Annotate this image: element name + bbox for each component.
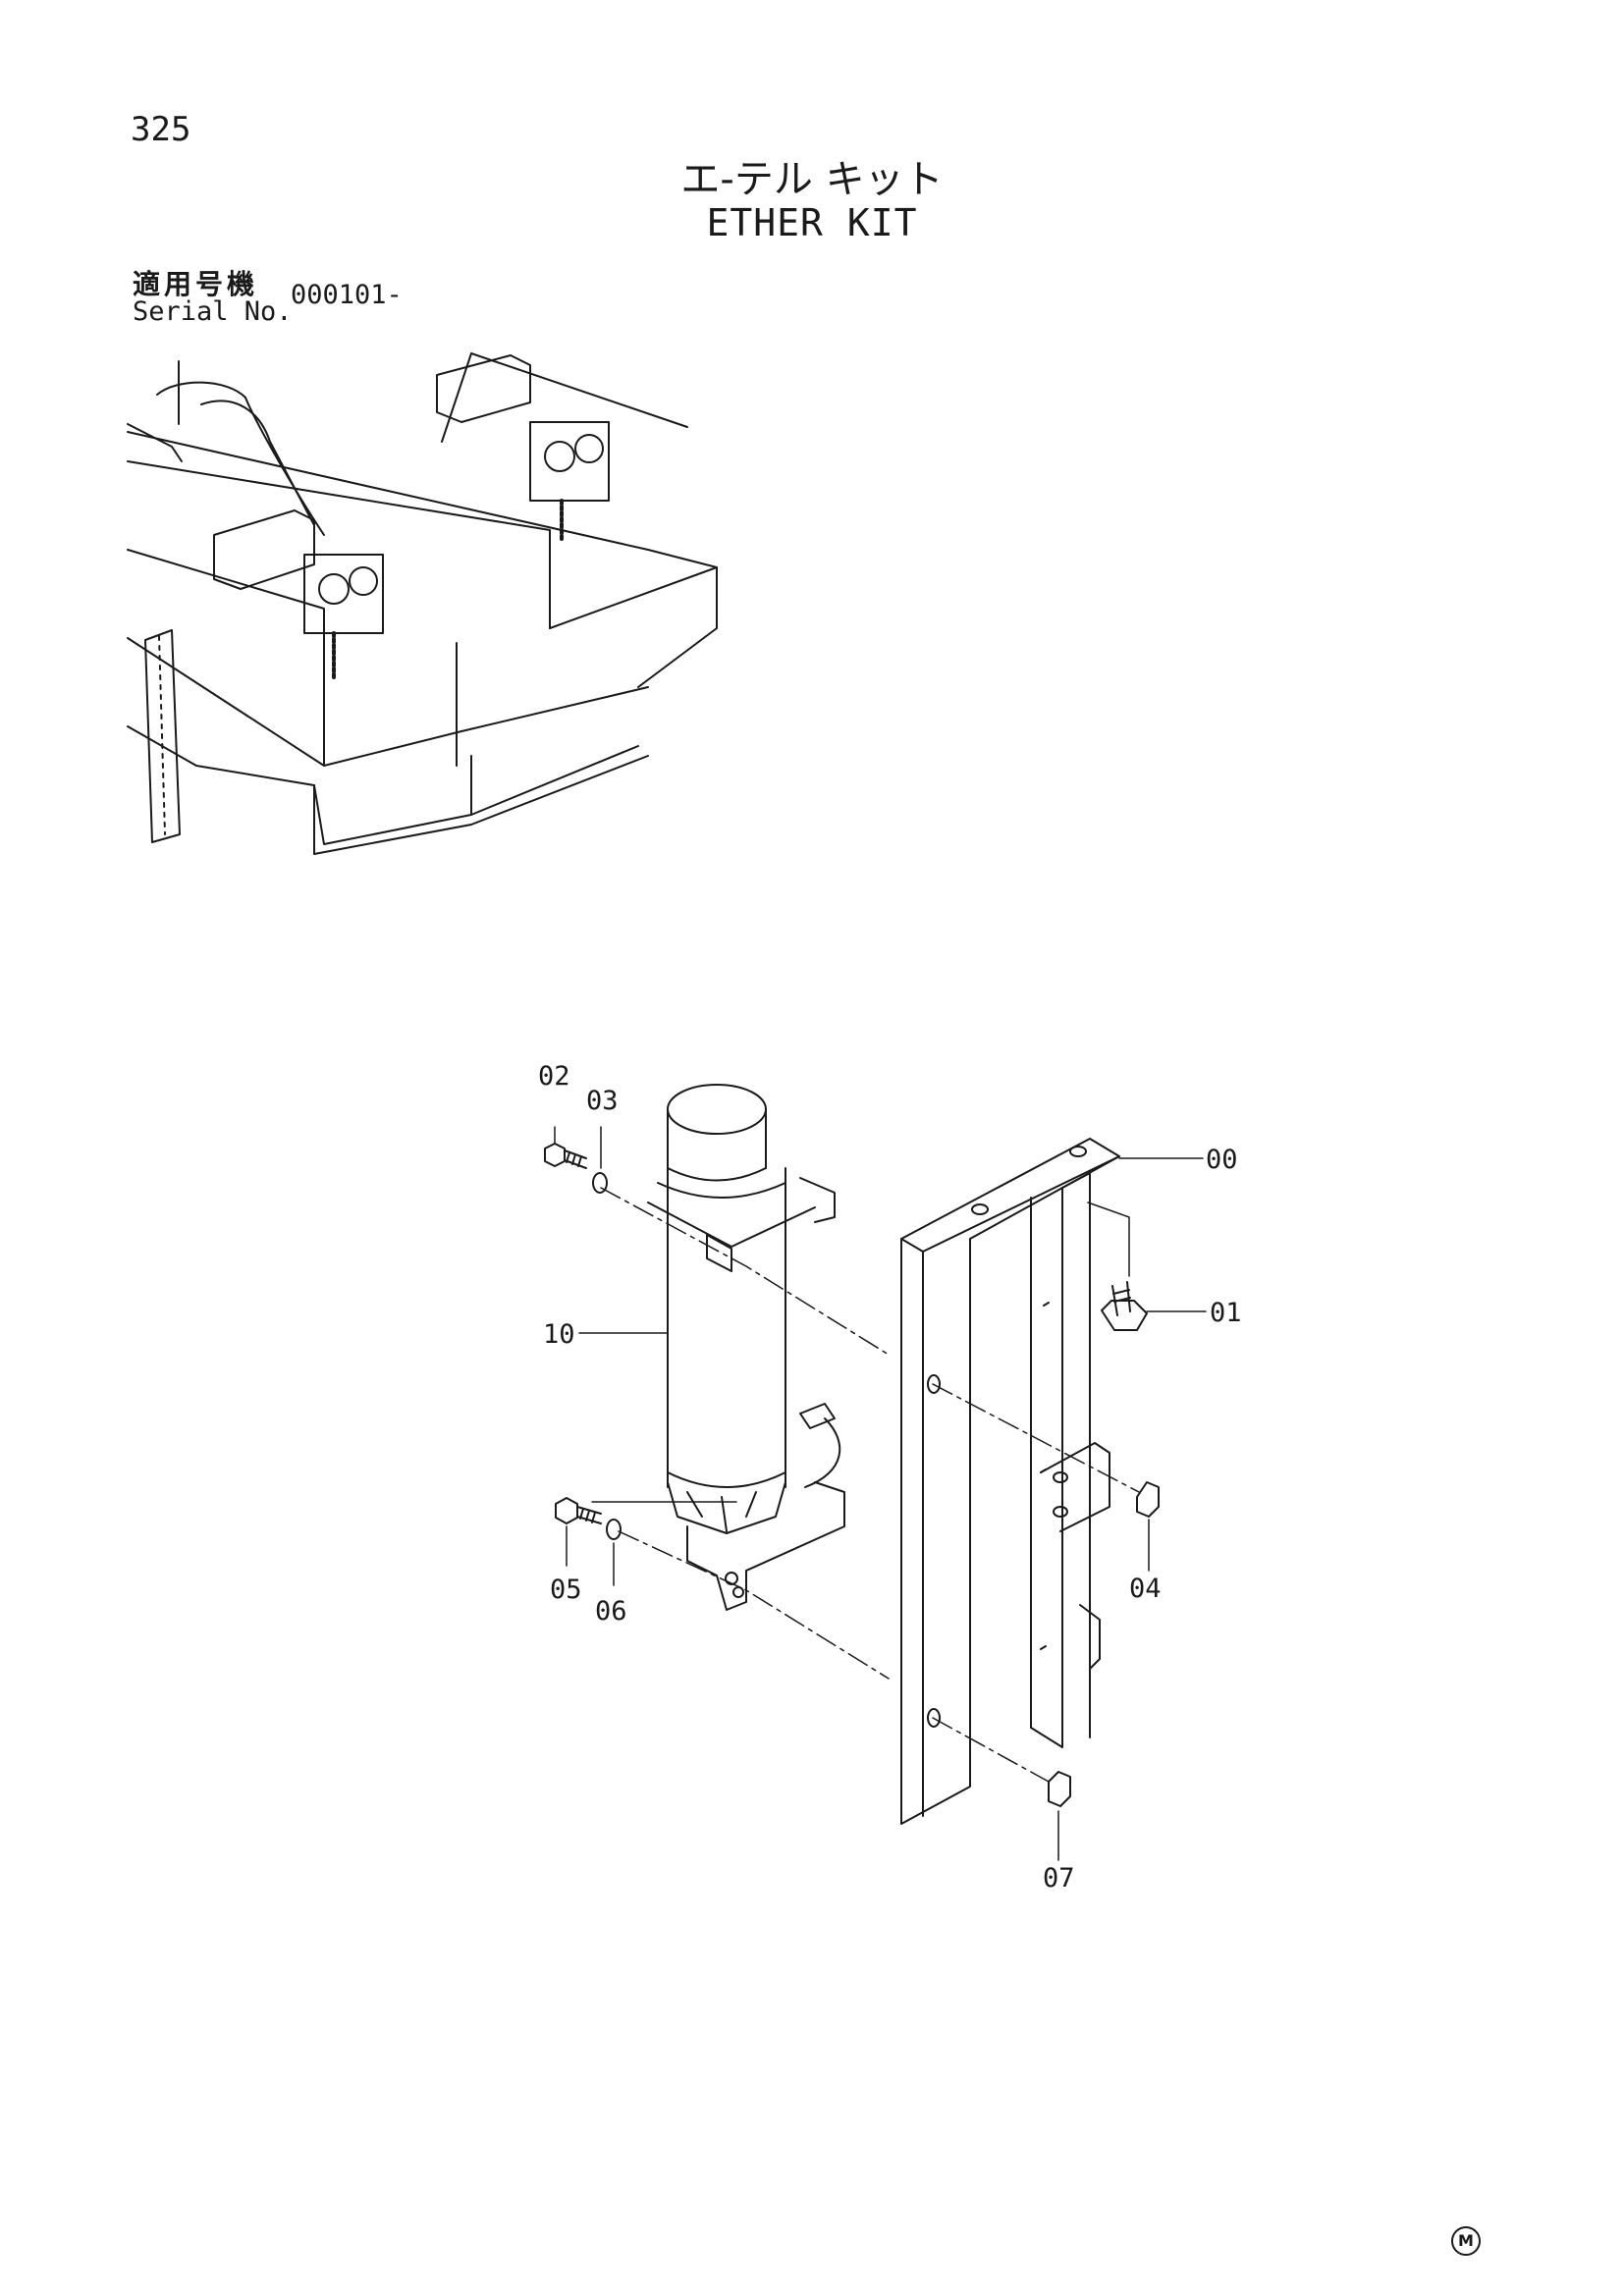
ether-unit-far [529, 421, 610, 542]
callout-05: 05 [550, 1575, 582, 1605]
manufacturer-mark: M [1451, 2226, 1481, 2256]
callout-04: 04 [1129, 1574, 1162, 1604]
nut-07 [1048, 1771, 1071, 1807]
mounting-bracket [900, 1138, 1120, 1825]
callout-07: 07 [1043, 1863, 1075, 1894]
bolt-05 [555, 1497, 602, 1524]
ether-unit-near [303, 554, 384, 679]
location-view [127, 352, 718, 855]
callout-06: 06 [595, 1596, 627, 1627]
bolt-02 [544, 1143, 587, 1169]
page-number: 325 [131, 110, 191, 149]
page-title-japanese: エ-テル キット [680, 157, 944, 202]
serial-range: 000101- [291, 280, 403, 310]
leader-lines [554, 1126, 1207, 1861]
exploded-view [544, 1084, 1207, 1861]
bolt-01 [1101, 1281, 1148, 1331]
callout-10: 10 [543, 1319, 575, 1350]
callout-03: 03 [586, 1086, 619, 1116]
callout-02: 02 [538, 1061, 570, 1092]
washer-03 [592, 1172, 608, 1194]
center-lines [600, 1187, 1140, 1783]
washer-06 [606, 1519, 622, 1540]
serial-label-japanese: 適用号機 [133, 268, 259, 300]
callout-01: 01 [1210, 1298, 1242, 1328]
callout-00: 00 [1206, 1145, 1238, 1175]
serial-label-english: Serial No. [133, 296, 293, 327]
page-title-english: ETHER KIT [706, 201, 918, 244]
ether-canister [647, 1084, 845, 1611]
nut-04 [1136, 1481, 1160, 1518]
